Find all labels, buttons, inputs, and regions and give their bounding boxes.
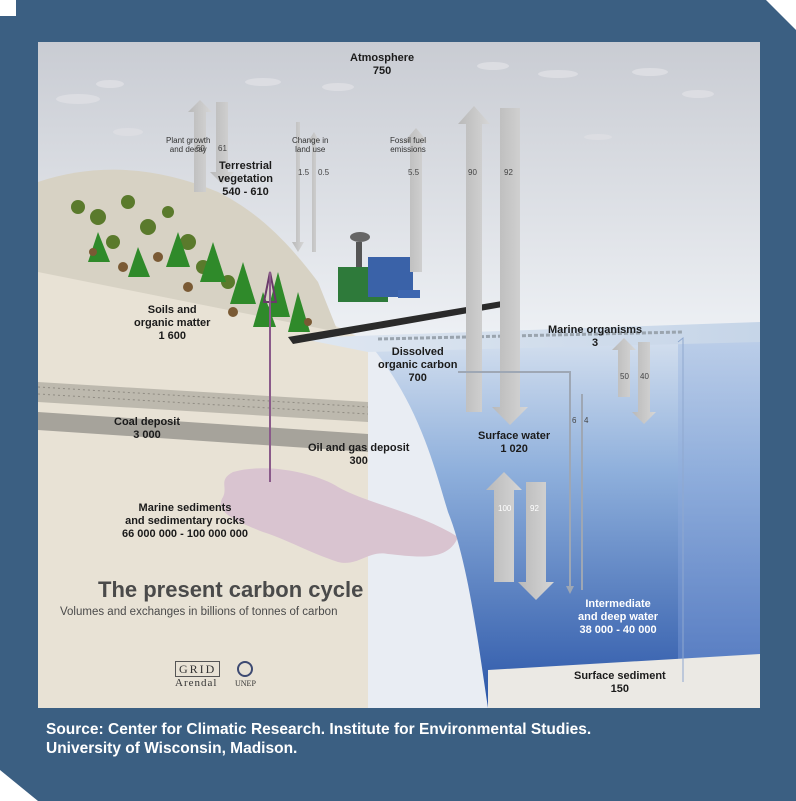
grid-arendal-unep-logo: GRID Arendal UNEP	[175, 661, 295, 697]
coal-band	[38, 412, 368, 452]
oil-gas-label: Oil and gas deposit 300	[308, 442, 410, 467]
ocean-up-value: 90	[468, 168, 477, 177]
factory	[338, 232, 420, 302]
forest	[71, 195, 312, 332]
diagram-subtitle: Volumes and exchanges in billions of ton…	[60, 606, 338, 618]
caption-line-2: University of Wisconsin, Madison.	[46, 740, 298, 757]
source-caption: Source: Center for Climatic Research. In…	[46, 720, 766, 758]
ocean	[368, 342, 760, 708]
plant-growth-down-value: 61	[218, 144, 227, 153]
seabed	[488, 654, 760, 708]
surface-sediment-label: Surface sediment 150	[574, 670, 666, 695]
doc-flux-line	[458, 371, 571, 590]
sediment-flux-value: 4	[584, 416, 589, 425]
road	[288, 300, 508, 344]
arendal-logo-text: Arendal	[175, 677, 218, 689]
deep-up-value: 100	[498, 504, 512, 513]
doc-flux-value: 6	[572, 416, 577, 425]
coal-deposit-label: Coal deposit 3 000	[114, 416, 181, 441]
grid-logo-text: GRID	[175, 661, 221, 677]
strata-band	[38, 382, 368, 422]
deep-down-value: 92	[530, 504, 539, 513]
surface-water-label: Surface water 1 020	[478, 430, 551, 455]
plant-growth-up-value: 60	[196, 144, 205, 153]
ocean-down-value: 92	[504, 168, 513, 177]
marine-organisms-label: Marine organisms 3	[548, 324, 643, 349]
unep-logo-text: UNEP	[235, 679, 256, 688]
diagram-artwork	[38, 42, 760, 708]
fossil-fuel-value: 5.5	[408, 168, 420, 177]
waves	[377, 330, 684, 341]
caption-line-1: Source: Center for Climatic Research. In…	[46, 721, 592, 738]
diagram-title: The present carbon cycle	[98, 577, 364, 602]
marine-bio-down-value: 40	[640, 372, 649, 381]
land-use-value-a: 1.5	[298, 168, 310, 177]
frame-corner	[766, 0, 796, 30]
unep-globe-icon	[237, 661, 253, 677]
oil-gas-deposit	[220, 468, 458, 563]
land-use-value-b: 0.5	[318, 168, 330, 177]
hill	[38, 169, 338, 332]
flux-arrows	[188, 100, 656, 600]
frame-corner	[0, 0, 16, 16]
marine-bio-up-value: 50	[620, 372, 629, 381]
atmosphere-label: Atmosphere 750	[350, 52, 415, 77]
ground	[38, 252, 368, 708]
clouds	[56, 62, 714, 140]
